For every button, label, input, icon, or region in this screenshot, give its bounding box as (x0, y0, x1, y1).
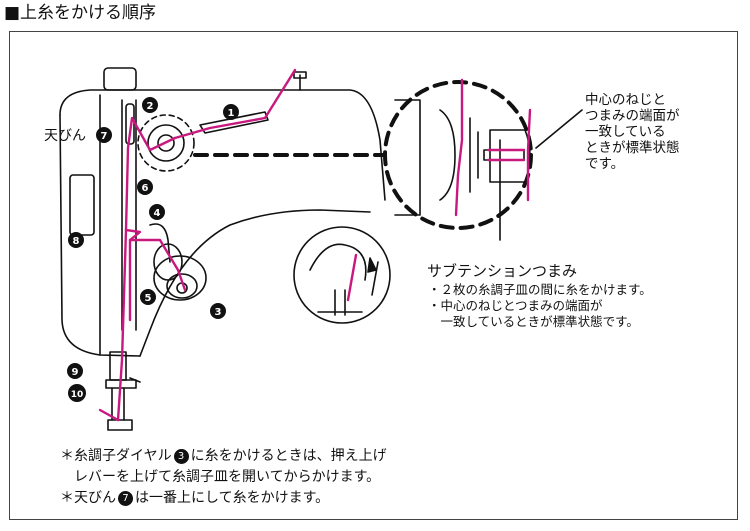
note-badge-3: 3 (173, 449, 189, 464)
zoom-thread-1 (454, 78, 464, 217)
zoom-thread-2 (526, 108, 532, 202)
badge-7 (96, 127, 112, 143)
diagram-frame (9, 31, 738, 520)
inset-thread (346, 253, 358, 302)
svg-text:7: 7 (101, 131, 108, 142)
svg-text:8: 8 (73, 236, 80, 247)
spool-pin (103, 67, 137, 91)
svg-text:1: 1 (228, 108, 235, 119)
badge-10 (68, 384, 86, 402)
svg-text:5: 5 (145, 293, 152, 304)
badge-5 (140, 289, 156, 305)
thread-from-spool (173, 68, 297, 140)
subtension-notes: ・２枚の糸調子皿の間に糸をかけます。 ・中心のねじとつまみの端面が 一致している… (428, 282, 652, 329)
badge-4 (149, 204, 165, 220)
subtension-title: サブテンションつまみ (427, 262, 578, 280)
note-badge-7: 7 (118, 491, 133, 506)
machine-arm-bottom (139, 209, 371, 357)
thread-to-needle (116, 228, 128, 422)
badge-1 (223, 104, 239, 120)
badge-9 (67, 363, 83, 379)
svg-text:9: 9 (72, 367, 79, 378)
note-line-2: レバーを上げて糸調子皿を開いてからかけます。 (60, 469, 381, 485)
svg-text:3: 3 (215, 307, 222, 318)
badge-2 (142, 97, 158, 113)
screw-callout: 中心のねじと つまみの端面が 一致している ときが標準状態 です。 (585, 92, 680, 172)
thread-down-face (124, 116, 177, 322)
badge-8 (68, 232, 84, 248)
svg-text:2: 2 (147, 101, 154, 112)
svg-text:10: 10 (71, 390, 84, 400)
number-badges: 1 2 3 4 5 6 7 8 9 10 (67, 97, 239, 402)
machine-head-outline (59, 89, 386, 201)
zoom-circle (383, 80, 533, 230)
page-title: ■上糸をかける順序 (4, 3, 157, 23)
takeup-inset (293, 226, 391, 324)
badge-6 (137, 179, 153, 195)
badge-3 (210, 303, 226, 319)
pretension-disc (147, 124, 185, 162)
pretension-highlight (137, 114, 195, 172)
tension-dial (153, 255, 207, 301)
svg-text:6: 6 (142, 183, 149, 194)
tenbin-label: 天びん (44, 128, 86, 144)
svg-text:4: 4 (154, 208, 161, 219)
